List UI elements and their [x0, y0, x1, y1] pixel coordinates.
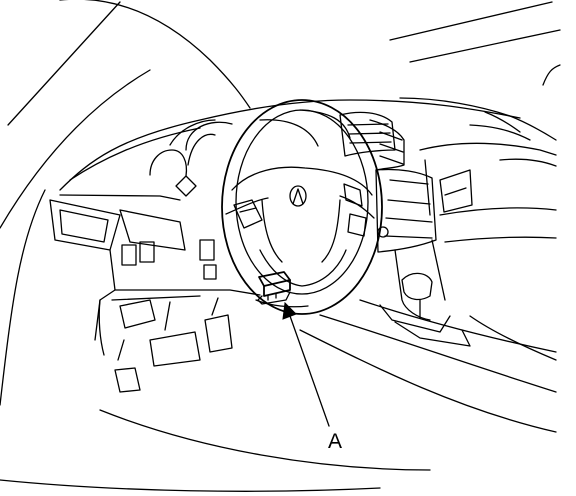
shift-console: [299, 299, 557, 433]
center-vents: [339, 111, 405, 171]
dashboard-top: [59, 97, 557, 201]
left-dash: [49, 199, 261, 356]
callout-a-leader: [282, 301, 330, 427]
instrument-cluster: [149, 109, 351, 197]
lower-sill: [0, 409, 431, 492]
pedals: [114, 297, 233, 393]
callout-label-a: A: [328, 430, 343, 453]
center-console: [375, 168, 446, 321]
a-pillar: [0, 0, 251, 406]
right-dash: [419, 142, 557, 243]
windshield-edge: [389, 1, 561, 86]
acura-logo-icon: [289, 185, 307, 207]
steering-wheel: [221, 99, 383, 315]
component-a: [257, 271, 291, 305]
